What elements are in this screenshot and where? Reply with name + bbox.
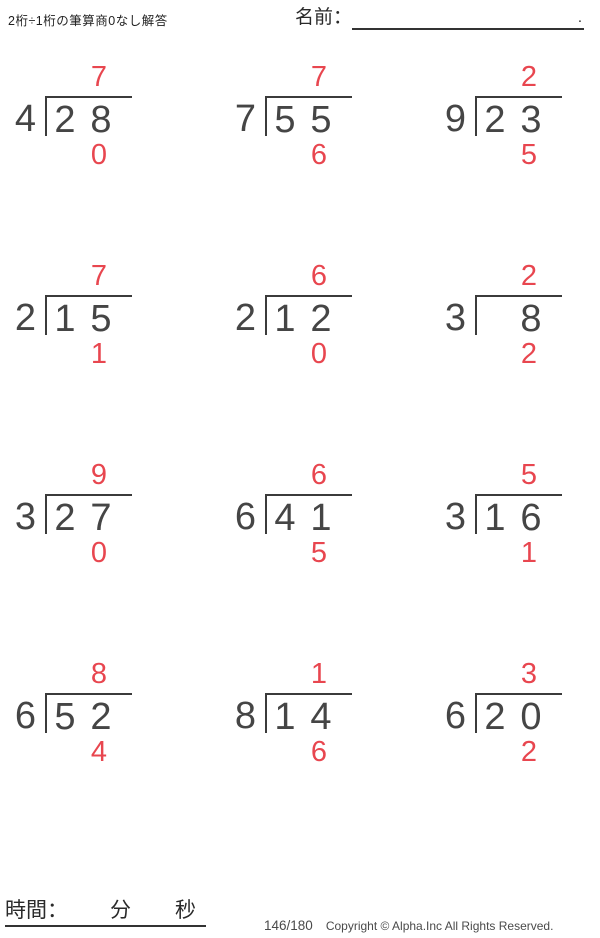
dividend-tens-digit: 4 bbox=[274, 497, 296, 539]
division-problem: 8 6 5 2 4 bbox=[10, 658, 230, 768]
quotient-answer: 6 bbox=[310, 260, 328, 292]
dividend-ones-digit: 0 bbox=[520, 696, 542, 738]
page-indicator: 146/180 bbox=[264, 918, 313, 933]
divisor-value: 6 bbox=[14, 695, 36, 737]
dividend-ones-digit: 5 bbox=[90, 298, 112, 340]
time-field: 時間： 分 秒 bbox=[5, 898, 206, 927]
remainder-answer: 5 bbox=[310, 537, 328, 569]
remainder-answer: 0 bbox=[90, 139, 108, 171]
division-problem: 1 8 1 4 6 bbox=[230, 658, 440, 768]
divisor-value: 2 bbox=[234, 297, 256, 339]
divisor-value: 4 bbox=[14, 98, 36, 140]
dividend-tens-digit: 5 bbox=[54, 696, 76, 738]
remainder-answer: 4 bbox=[90, 736, 108, 768]
minutes-label: 分 bbox=[110, 899, 131, 922]
dividend-ones-digit: 3 bbox=[520, 99, 542, 141]
remainder-answer: 1 bbox=[90, 338, 108, 370]
division-problem: 7 4 2 8 0 bbox=[10, 61, 230, 171]
name-label: 名前： bbox=[295, 7, 353, 28]
division-problem: 6 2 1 2 0 bbox=[230, 260, 440, 370]
quotient-answer: 3 bbox=[520, 658, 538, 690]
dividend-tens-digit: 2 bbox=[484, 99, 506, 141]
dividend-ones-digit: 7 bbox=[90, 497, 112, 539]
remainder-answer: 1 bbox=[520, 537, 538, 569]
dividend-ones-digit: 8 bbox=[90, 99, 112, 141]
divisor-value: 2 bbox=[14, 297, 36, 339]
division-problem: 2 9 2 3 5 bbox=[440, 61, 600, 171]
division-problem: 2 3 8 2 bbox=[440, 260, 600, 370]
dividend-tens-digit bbox=[477, 302, 513, 335]
dividend-tens-digit: 1 bbox=[484, 497, 506, 539]
remainder-answer: 5 bbox=[520, 139, 538, 171]
divisor-value: 3 bbox=[14, 496, 36, 538]
divisor-value: 3 bbox=[444, 297, 466, 339]
quotient-answer: 9 bbox=[90, 459, 108, 491]
footer-meta: 146/180 Copyright © Alpha.Inc All Rights… bbox=[264, 918, 553, 933]
divisor-value: 7 bbox=[234, 98, 256, 140]
dividend-tens-digit: 5 bbox=[274, 99, 296, 141]
division-bracket: 1 2 bbox=[265, 295, 352, 340]
name-field: 名前： . bbox=[295, 6, 585, 30]
dividend-ones-digit: 8 bbox=[520, 298, 542, 340]
division-bracket: 5 5 bbox=[265, 96, 352, 141]
division-bracket: 1 5 bbox=[45, 295, 132, 340]
divisor-value: 6 bbox=[444, 695, 466, 737]
dividend-tens-digit: 1 bbox=[274, 298, 296, 340]
name-blank-line: . bbox=[352, 8, 585, 30]
dividend-ones-digit: 6 bbox=[520, 497, 542, 539]
quotient-answer: 7 bbox=[90, 260, 108, 292]
dividend-ones-digit: 1 bbox=[310, 497, 332, 539]
seconds-label: 秒 bbox=[175, 899, 196, 922]
remainder-answer: 0 bbox=[90, 537, 108, 569]
dividend-ones-digit: 2 bbox=[90, 696, 112, 738]
division-bracket: 8 bbox=[475, 295, 562, 340]
division-bracket: 4 1 bbox=[265, 494, 352, 539]
dividend-tens-digit: 1 bbox=[54, 298, 76, 340]
dividend-ones-digit: 5 bbox=[310, 99, 332, 141]
division-problem: 3 6 2 0 2 bbox=[440, 658, 600, 768]
quotient-answer: 7 bbox=[90, 61, 108, 93]
division-bracket: 2 3 bbox=[475, 96, 562, 141]
quotient-answer: 6 bbox=[310, 459, 328, 491]
divisor-value: 9 bbox=[444, 98, 466, 140]
division-bracket: 2 7 bbox=[45, 494, 132, 539]
division-problem: 6 6 4 1 5 bbox=[230, 459, 440, 569]
division-problem: 5 3 1 6 1 bbox=[440, 459, 600, 569]
division-bracket: 2 0 bbox=[475, 693, 562, 738]
dividend-tens-digit: 1 bbox=[274, 696, 296, 738]
quotient-answer: 8 bbox=[90, 658, 108, 690]
remainder-answer: 2 bbox=[520, 338, 538, 370]
copyright-text: Copyright © Alpha.Inc All Rights Reserve… bbox=[325, 919, 554, 933]
division-bracket: 5 2 bbox=[45, 693, 132, 738]
dividend-tens-digit: 2 bbox=[54, 99, 76, 141]
division-bracket: 2 8 bbox=[45, 96, 132, 141]
dividend-ones-digit: 2 bbox=[310, 298, 332, 340]
quotient-answer: 1 bbox=[310, 658, 328, 690]
division-problem: 7 2 1 5 1 bbox=[10, 260, 230, 370]
division-bracket: 1 4 bbox=[265, 693, 352, 738]
problems-grid: 7 4 2 8 0 7 7 5 5 6 2 9 2 3 5 7 2 1 5 1 bbox=[10, 61, 600, 768]
division-problem: 7 7 5 5 6 bbox=[230, 61, 440, 171]
dividend-tens-digit: 2 bbox=[54, 497, 76, 539]
division-bracket: 1 6 bbox=[475, 494, 562, 539]
dividend-ones-digit: 4 bbox=[310, 696, 332, 738]
division-problem: 9 3 2 7 0 bbox=[10, 459, 230, 569]
divisor-value: 8 bbox=[234, 695, 256, 737]
quotient-answer: 2 bbox=[520, 260, 538, 292]
worksheet-title: 2桁÷1桁の筆算商0なし解答 bbox=[8, 14, 168, 28]
quotient-answer: 2 bbox=[520, 61, 538, 93]
time-label: 時間： bbox=[5, 899, 68, 922]
remainder-answer: 0 bbox=[310, 338, 328, 370]
quotient-answer: 5 bbox=[520, 459, 538, 491]
dividend-tens-digit: 2 bbox=[484, 696, 506, 738]
quotient-answer: 7 bbox=[310, 61, 328, 93]
remainder-answer: 6 bbox=[310, 736, 328, 768]
remainder-answer: 6 bbox=[310, 139, 328, 171]
remainder-answer: 2 bbox=[520, 736, 538, 768]
divisor-value: 6 bbox=[234, 496, 256, 538]
divisor-value: 3 bbox=[444, 496, 466, 538]
